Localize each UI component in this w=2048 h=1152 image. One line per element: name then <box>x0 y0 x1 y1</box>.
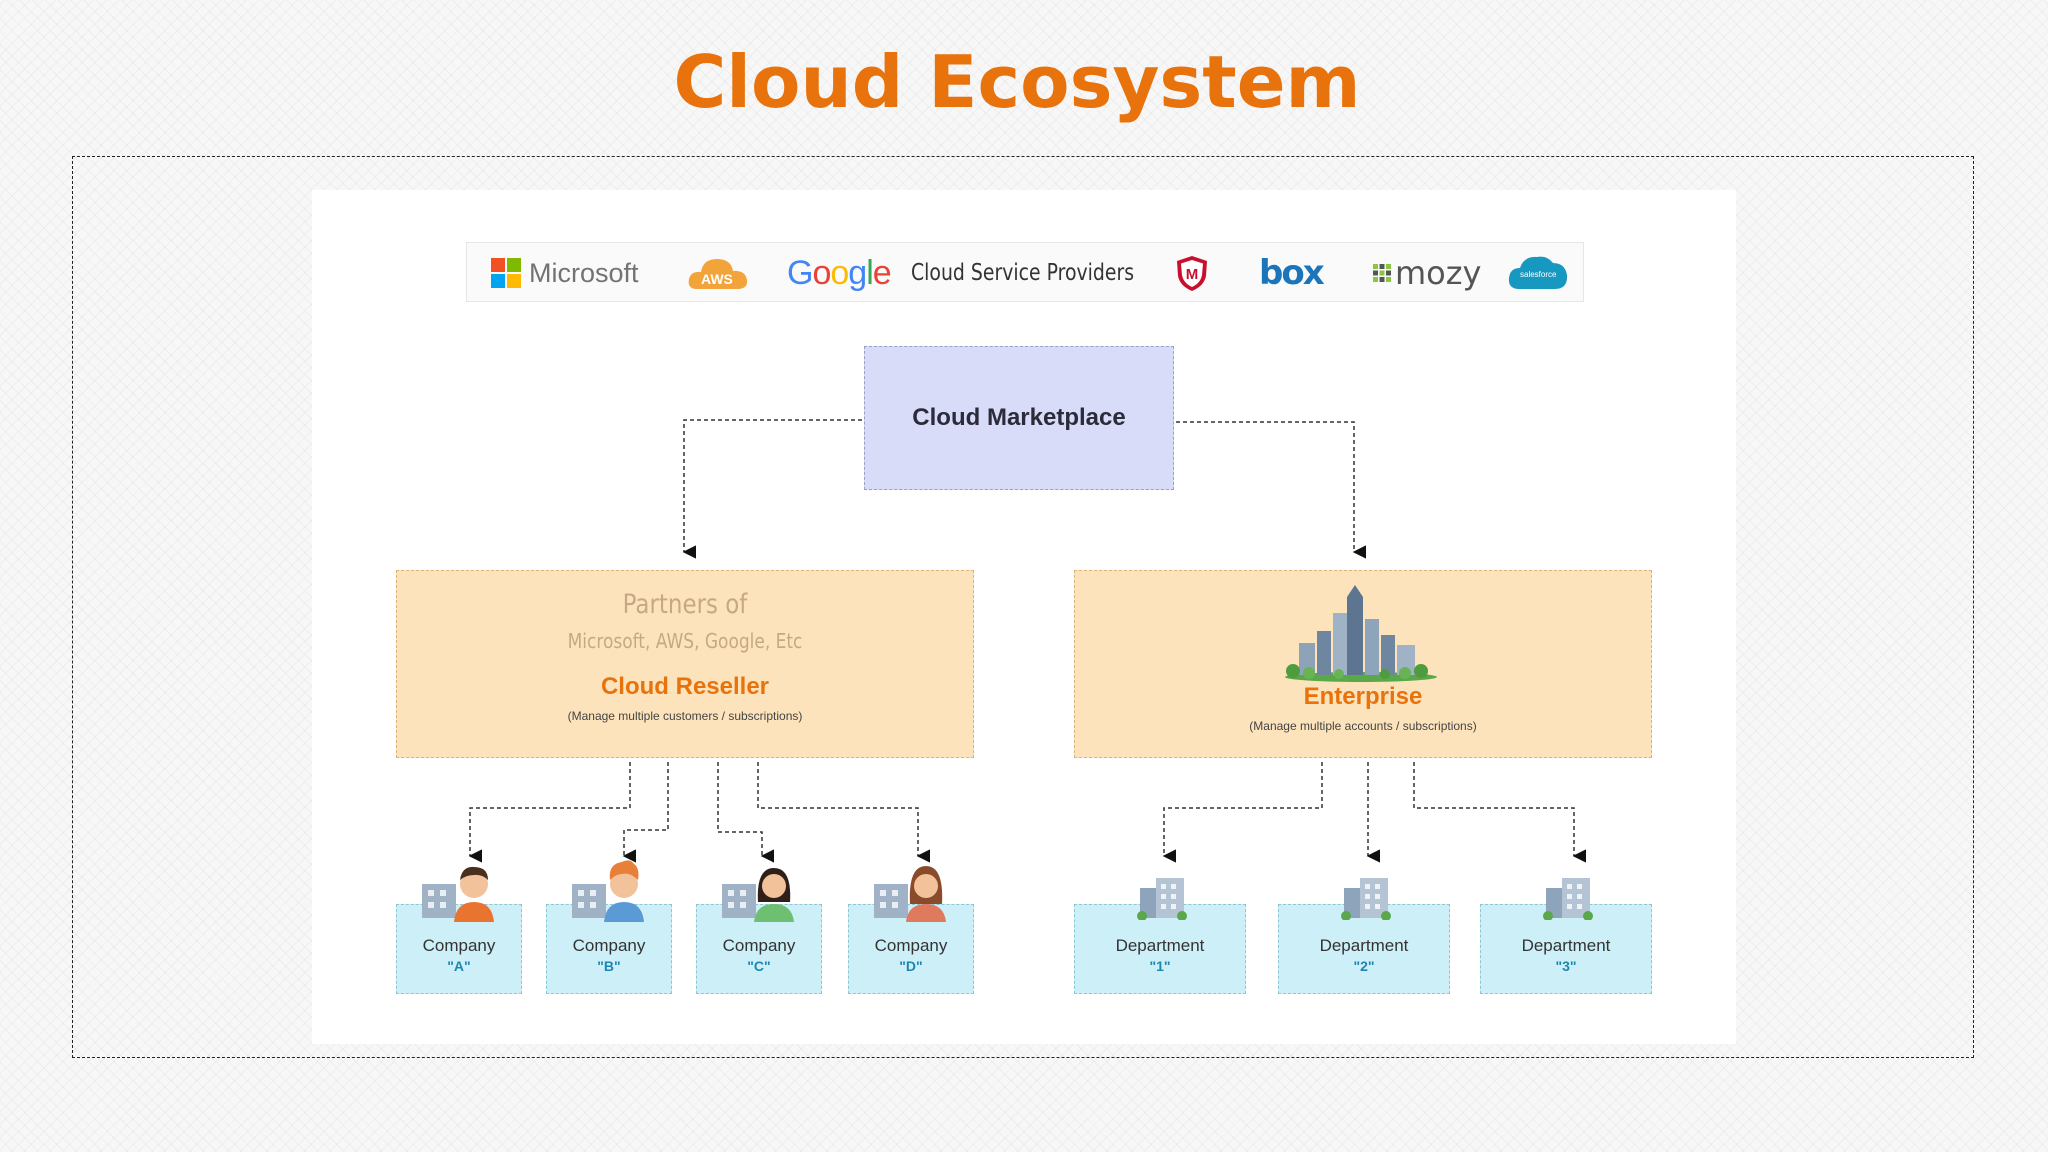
department-label: Department <box>1521 936 1611 955</box>
connector-department-3 <box>1413 762 1587 863</box>
box-logo: box <box>1259 243 1325 303</box>
company-label: Company <box>722 936 796 955</box>
company-b-node: Company "B" <box>546 904 672 994</box>
google-label: Google <box>787 253 892 292</box>
mozy-grid-icon <box>1373 264 1391 282</box>
company-id: "D" <box>899 958 923 974</box>
connector-company-c <box>717 762 775 863</box>
company-label: Company <box>572 936 646 955</box>
microsoft-windows-icon <box>491 258 521 288</box>
google-logo: Google <box>787 243 892 303</box>
cloud-reseller-title: Cloud Reseller <box>600 673 770 700</box>
aws-logo: AWS <box>687 243 749 303</box>
connector-market-reseller <box>682 419 862 559</box>
company-id: "A" <box>447 958 471 974</box>
connector-market-enterprise <box>1176 421 1367 559</box>
department-label: Department <box>1115 936 1205 955</box>
page-title: Cloud Ecosystem <box>673 40 1361 124</box>
department-3-building-icon <box>1543 878 1593 920</box>
company-label: Company <box>422 936 496 955</box>
mcafee-shield-icon: M <box>1177 256 1207 291</box>
aws-label: AWS <box>701 271 733 287</box>
cloud-reseller-node: Partners of Microsoft, AWS, Google, Etc … <box>396 570 974 758</box>
department-2-node: Department "2" <box>1278 904 1450 994</box>
department-1-building-icon <box>1137 878 1187 920</box>
department-id: "3" <box>1555 958 1577 974</box>
partners-title: Partners of <box>622 589 748 620</box>
department-id: "2" <box>1353 958 1375 974</box>
salesforce-cloud-icon <box>1508 256 1568 289</box>
enterprise-note: (Manage multiple accounts / subscription… <box>1249 719 1477 733</box>
cloud-marketplace-label: Cloud Marketplace <box>912 404 1126 431</box>
department-2-building-icon <box>1341 878 1391 920</box>
cloud-service-providers-label: Cloud Service Providers <box>911 243 1183 303</box>
city-skyline-icon <box>1285 585 1437 682</box>
mozy-logo: mozy <box>1373 243 1481 303</box>
microsoft-logo: Microsoft <box>491 243 639 303</box>
cloud-reseller-note: (Manage multiple customers / subscriptio… <box>567 709 803 723</box>
salesforce-logo: salesforce <box>1507 243 1571 303</box>
mozy-label: mozy <box>1395 254 1482 292</box>
department-id: "1" <box>1149 958 1171 974</box>
enterprise-node: Enterprise (Manage multiple accounts / s… <box>1074 570 1652 758</box>
mcafee-mark: M <box>1186 266 1199 283</box>
microsoft-label: Microsoft <box>529 257 639 288</box>
department-label: Department <box>1319 936 1409 955</box>
box-label: box <box>1259 253 1325 293</box>
partners-subtitle: Microsoft, AWS, Google, Etc <box>567 629 803 653</box>
company-b-person-icon <box>572 860 644 922</box>
salesforce-label: salesforce <box>1520 270 1557 279</box>
department-3-node: Department "3" <box>1480 904 1652 994</box>
connector-company-a <box>468 762 631 863</box>
connector-company-d <box>757 762 931 863</box>
company-d-person-icon <box>874 866 946 922</box>
aws-cloud-icon <box>688 259 748 289</box>
enterprise-title: Enterprise <box>1303 683 1423 710</box>
diagram-frame <box>72 156 1974 1058</box>
company-id: "C" <box>747 958 771 974</box>
provider-bar: Microsoft AWS Google Cloud Service Provi… <box>466 242 1584 302</box>
cloud-service-providers-text: Cloud Service Providers <box>911 260 1135 286</box>
company-a-person-icon <box>422 866 494 922</box>
connector-department-1 <box>1162 762 1323 863</box>
mcafee-logo: M <box>1175 243 1209 303</box>
company-id: "B" <box>597 958 621 974</box>
department-1-node: Department "1" <box>1074 904 1246 994</box>
cloud-marketplace-node: Cloud Marketplace <box>864 346 1174 490</box>
company-c-person-icon <box>722 868 794 922</box>
company-label: Company <box>874 936 948 955</box>
